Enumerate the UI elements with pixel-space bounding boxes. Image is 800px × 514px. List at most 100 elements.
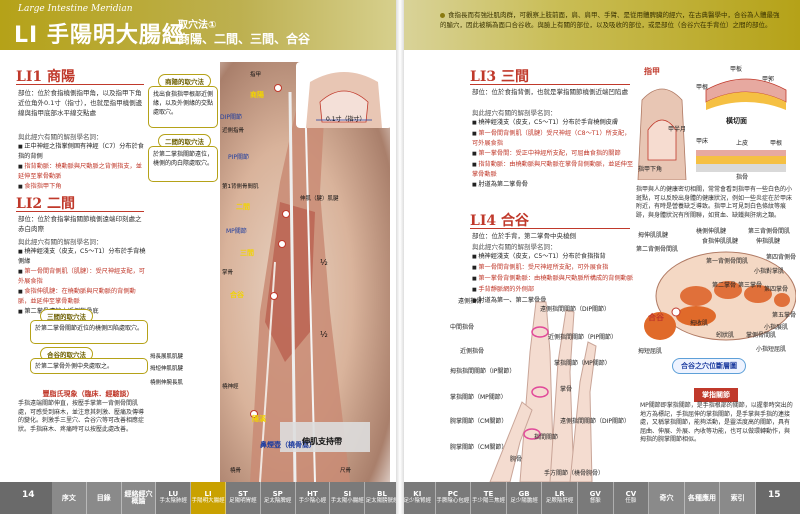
page-number: 15 — [768, 490, 781, 500]
nav-tab-name: 手少陽三焦經 — [471, 498, 505, 504]
nail-cross-section-figure: 指甲 甲半月 指甲下角 甲板 甲郭 橫切面 甲床 上皮 甲根 指骨 甲根 — [636, 60, 796, 180]
nav-tab-code: BL — [377, 490, 387, 498]
label-ecr: 橈側伸肌腱 — [696, 228, 727, 235]
label-pip: PIP關節 — [228, 154, 250, 161]
label-dorsal-3: 第三背側骨間肌 — [748, 228, 791, 235]
li3-divider — [470, 84, 630, 85]
label-shangyang: 商陽 — [250, 91, 264, 99]
nav-tab-code: SI — [343, 490, 352, 498]
label-dorsal-4: 第四背側骨間肌 — [766, 254, 796, 261]
skeleton-svg — [489, 301, 597, 482]
li2-divider — [16, 211, 144, 212]
nav-tab[interactable]: 奇穴 — [649, 482, 685, 514]
header-bar — [0, 0, 400, 50]
label-cm-joint: 腕掌關節（CM關節） — [450, 444, 508, 451]
li3-bullet: 第一骨間背側肌（肌腱）受尺神經（C8〜T1）所支配，可外展食指 — [472, 129, 634, 148]
li2-bullet: 第一骨間背側肌（肌腱）：受尺神經支配，可外展食指 — [18, 267, 146, 286]
page-number: 14 — [22, 490, 35, 500]
tip-title: 豐脂氏現象（臨床．經驗談） — [42, 390, 134, 398]
li2-location: 部位：位於食指掌指關節橈側遠端印刻處之赤白肉際 — [18, 215, 142, 233]
nav-tab-code: KI — [413, 490, 422, 498]
label-radius: 橈骨 — [230, 468, 242, 474]
label-ulnar-dig: 小指對掌肌 — [754, 268, 785, 275]
li1-bullet: 正中神經之指掌側固有神經（C7）分布於食指的背側 — [18, 142, 146, 161]
nav-tab-code: LU — [168, 490, 179, 498]
nav-tab-code: 索引 — [730, 493, 745, 502]
li3-callout: 於第二掌骨關節近位的橈側凹陷處取穴。 — [30, 320, 148, 344]
nav-tab-name: 手厥陰心包經 — [436, 498, 470, 504]
nav-tab[interactable]: 目錄 — [86, 482, 122, 514]
intro-text: 食指長而有強壯肌肉群，可觀察上肢前面，肩、肩甲、手臂、是從用體脾臟的經穴，在古典… — [440, 10, 785, 30]
li2-bullet: 食指伸肌腱：在橈動脈與尺動脈的背側動脈，並延伸至掌骨動脈 — [18, 287, 146, 306]
label-snuffbox: 鼻煙壺（橈骨窩） — [260, 441, 316, 449]
meridian-title: LI 手陽明大腸經 — [14, 23, 185, 48]
li3-title: LI3 三間 — [470, 69, 530, 85]
header-bar — [400, 0, 800, 50]
li2-title: LI2 二間 — [16, 196, 76, 212]
label-lateral-fold: 甲郭 — [762, 76, 775, 83]
nav-tab[interactable]: 序文 — [52, 482, 87, 514]
nav-tab-name: 足少陽膽經 — [510, 498, 538, 504]
nav-tab-name: 足太陰脾經 — [263, 498, 292, 504]
li4-bullet: 第一骨間背側肌：受尺神經所支配，可外展食指 — [472, 263, 634, 273]
hegu-cross-caption: 合谷之穴位斷層圖 — [672, 358, 746, 374]
nav-tab-code: HT — [307, 490, 318, 498]
label-thumb-ip: 拇指指間關節（IP關節） — [450, 368, 516, 375]
bullet-icon — [440, 12, 445, 18]
label-phalanx: 近側指骨 — [222, 128, 245, 134]
mp-box-title: 掌指關節 — [694, 388, 738, 402]
label-sanjian: 三間 — [240, 249, 254, 257]
nav-tab-code: 經絡經穴概論 — [124, 490, 153, 505]
label-met-2: 第二掌骨 — [712, 282, 737, 289]
li4-title: LI4 合谷 — [470, 213, 530, 229]
label-adductor: 拇收肌 — [690, 320, 709, 327]
nail-svg — [637, 78, 787, 180]
li4-bullet: 肘道為第一、第二掌骨骨 — [472, 296, 634, 306]
label-yangxi: 陽溪 — [252, 415, 266, 423]
li1-divider — [16, 84, 144, 85]
li1-location: 部位：位於食指橈側指甲角，以及指甲下角近位角外0.1寸（指寸），也就是指甲橈側邊… — [18, 89, 143, 117]
nav-tab-code: TE — [483, 490, 494, 498]
label-mp: MP關節 — [226, 228, 247, 235]
label-zero-one-cun: 0.1寸（指寸） — [326, 116, 366, 123]
hand-skeleton-figure: 遠側指骨 遠側指間關節（DIP關節） 中間指骨 近側指間關節（PIP關節） 近側… — [450, 292, 636, 482]
nav-tab-code: ST — [237, 490, 248, 498]
li3-bullet: 指背動脈：由橈動脈與尺動脈在掌骨背側動脈，並延伸至掌骨動脈 — [472, 160, 634, 179]
label-short-flex: 小指短屈肌 — [756, 346, 787, 353]
label-erjian: 二間 — [236, 203, 250, 211]
li1-callout: 找出食指指甲根部近側緣，以及外側緣的交點處取穴。 — [148, 86, 218, 128]
nav-tab-name: 手太陽小腸經 — [330, 498, 364, 504]
label-metacarpal: 掌骨 — [222, 270, 234, 276]
label-nail-half: 甲半月 — [668, 126, 687, 133]
hegu-cross-section-figure: 拇伸肌肌腱 橈側伸肌腱 食指伸肌肌腱 伸指肌腱 第三背側骨間肌 第二背側骨間肌 … — [636, 226, 796, 376]
nav-tab-name: 手陽明大腸經 — [191, 498, 225, 504]
nav-tab[interactable]: 經絡經穴概論 — [121, 482, 157, 514]
li4-bullet: 第一掌骨背側動脈：由橈動脈與尺動脈所構成的背側動脈 — [472, 274, 634, 284]
nav-tab-name: 手少陰心經 — [298, 498, 327, 504]
label-lumbrical: 蚓狀肌 — [716, 332, 735, 339]
label-met-5: 第五掌骨 — [772, 312, 796, 319]
label-nail: 指甲 — [644, 67, 660, 76]
label-abd-dig: 小指展肌 — [764, 324, 789, 331]
nav-tab[interactable]: 各種應用 — [684, 482, 721, 514]
label-ulna: 尺骨 — [340, 468, 352, 474]
nav-tab[interactable]: 索引 — [720, 482, 756, 514]
label-met-3: 第三掌骨 — [738, 282, 763, 289]
label-thumb-cm: 腕掌關節（CM關節） — [450, 418, 508, 425]
